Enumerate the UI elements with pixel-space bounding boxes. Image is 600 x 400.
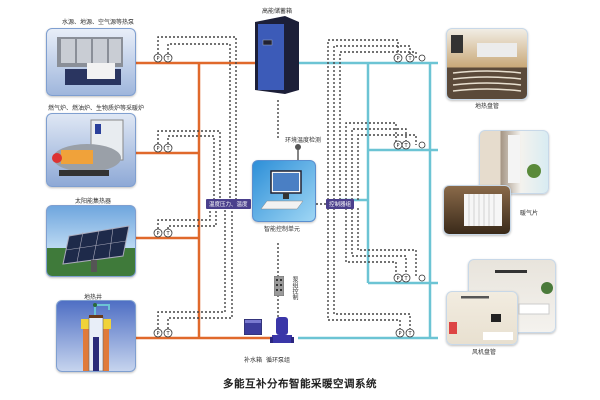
temperature-sensor-icon [295,144,301,161]
fan-coil-room-icon [495,270,553,315]
signal-line [327,208,401,333]
gauge-symbol: P [398,331,401,337]
gauge-symbol: P [396,56,399,62]
controller-group-tag: 控制器组 [326,199,355,209]
hot-pipes [134,61,275,340]
temperature-gauge-icon [401,273,411,283]
signal-line [351,128,407,200]
source-label-geothermal: 地热井 [84,294,103,301]
circulation-pump-icon[interactable] [270,317,294,347]
valve-icon[interactable] [418,274,426,282]
boiler-icon [52,119,124,176]
gauge-symbol: T [165,231,170,237]
heat-pump-card[interactable] [46,28,136,96]
source-label-boiler: 燃气炉、燃油炉、生物质炉等采暖炉 [48,105,145,112]
source-label-solar: 太阳能集热器 [75,198,112,205]
sink-label-radiator: 暖气片 [520,210,539,217]
signal-line [327,39,399,200]
gauge-symbol: P [156,331,159,337]
storage-tank-icon[interactable] [255,16,299,94]
signal-line [167,210,233,333]
signal-line [351,208,407,278]
boiler-card[interactable] [46,113,136,187]
temperature-gauge-icon [405,53,415,63]
storage-label: 高能储蓄箱 [262,8,293,15]
valve-icon[interactable] [418,54,426,62]
radiator-icon [464,194,502,226]
signal-line [357,208,417,278]
signal-lines [157,36,417,333]
gauge-symbol: P [396,276,399,282]
pressure-gauge-icon [153,228,163,238]
gauge-symbol: T [407,56,412,62]
signal-line [157,210,211,233]
computer-icon [260,170,304,210]
makeup-tank-icon[interactable] [244,319,262,335]
floor-heating-card[interactable] [446,28,528,100]
sensor-input-tag: 温度压力、温度 [206,199,251,209]
radiator-card[interactable] [443,185,511,235]
floor-heating-icon [451,35,522,92]
temperature-gauge-icon [163,53,173,63]
diagram-title: 多能互补分布智能采暖空调系统 [223,378,377,390]
temperature-gauge-icon [405,328,415,338]
pressure-gauge-icon [153,143,163,153]
sink-label-floor-heating: 地热盘管 [475,103,500,110]
gauge-symbol: P [156,56,159,62]
signal-line [345,122,397,200]
fan-coil-card[interactable] [446,291,518,345]
circulation-pump-label: 循环泵组 [266,357,291,364]
env-sensor-label: 环境温度检测 [285,137,322,144]
fan-coil-icon [449,296,513,340]
sink-label-fan-coil: 风机盘管 [472,349,497,356]
signal-line [157,130,221,200]
heat-pump-icon [57,37,123,85]
pressure-gauge-icon [153,53,163,63]
signal-line [333,208,411,333]
signal-line [167,43,231,200]
temperature-gauge-icon [163,328,173,338]
pressure-gauge-icon [393,53,403,63]
gauge-symbol: P [156,231,159,237]
radiator-room-card[interactable] [479,130,549,194]
solar-card[interactable] [46,205,136,277]
signal-line [339,51,417,200]
room-icon [508,135,541,183]
temperature-gauge-icon [163,228,173,238]
signal-line [167,210,217,233]
gauge-symbol: T [407,331,412,337]
signal-line [345,208,397,278]
gauge-symbol: T [403,276,408,282]
makeup-tank-label: 补水箱 [244,357,263,364]
pressure-gauge-icon [153,328,163,338]
gauge-symbol: P [156,146,159,152]
source-label-heat-pump: 水源、地源、空气源等热泵 [62,19,135,26]
temperature-gauge-icon [401,140,411,150]
pump-control-panel-icon[interactable] [274,276,284,296]
geothermal-card[interactable] [56,300,136,372]
signal-line [357,134,417,200]
signal-line [157,36,237,200]
valve-icon[interactable] [418,141,426,149]
geothermal-well-icon [81,303,111,371]
control-unit-label: 智能控制单元 [264,226,301,233]
signal-line [167,135,215,200]
temperature-gauge-icon [163,143,173,153]
gauge-symbol: P [396,143,399,149]
gauge-symbol: T [165,331,170,337]
gauge-symbol: T [165,146,170,152]
pressure-gauge-icon [395,328,405,338]
pump-control-label: 泵组控制 [291,276,298,300]
cold-pipes [298,61,438,340]
gauge-symbol: T [165,56,170,62]
gauge-symbol: T [403,143,408,149]
control-unit-card[interactable] [252,160,316,222]
solar-panel-icon [62,225,130,272]
